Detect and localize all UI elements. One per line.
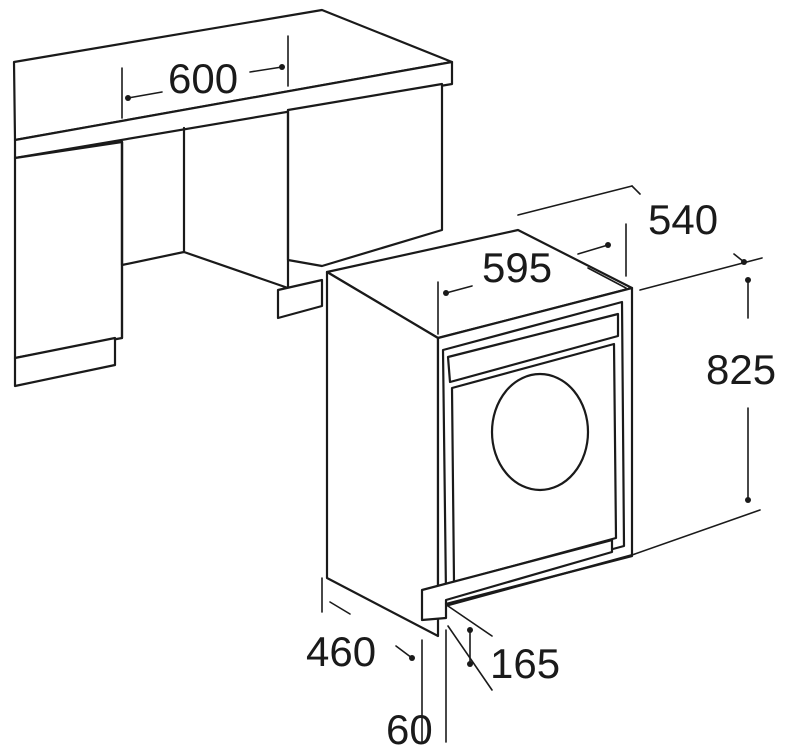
right-plinth	[276, 278, 324, 320]
dimension-460: 460	[306, 577, 415, 675]
dimension-60: 60	[386, 629, 447, 750]
machine-width-label: 595	[482, 244, 552, 291]
dimension-540: 540	[517, 185, 763, 291]
dimension-825: 825	[631, 277, 776, 556]
dimension-595: 595	[437, 223, 627, 335]
door-inner-frame	[450, 342, 618, 584]
control-strip	[446, 312, 620, 384]
side-depth-label: 460	[306, 628, 376, 675]
dimension-165: 165	[447, 605, 560, 691]
dimension-600: 600	[121, 35, 289, 119]
machine-plinth	[420, 538, 614, 622]
left-plinth	[13, 336, 117, 388]
plinth-front	[444, 554, 634, 606]
worktop-front-edge	[13, 60, 454, 160]
machine-side	[325, 270, 440, 638]
kitchen-counter	[12, 8, 454, 388]
recess-floor-line	[182, 250, 290, 290]
left-cabinet-side	[13, 140, 124, 360]
depth-label: 540	[648, 196, 718, 243]
washing-machine	[325, 228, 634, 638]
height-label: 825	[706, 346, 776, 393]
counter-width-label: 600	[168, 55, 238, 102]
recess-back-left	[120, 140, 186, 267]
plinth-height-label: 165	[490, 640, 560, 687]
plinth-depth-label: 60	[386, 706, 433, 750]
right-cabinet-side	[286, 82, 444, 268]
porthole-door	[490, 372, 590, 492]
